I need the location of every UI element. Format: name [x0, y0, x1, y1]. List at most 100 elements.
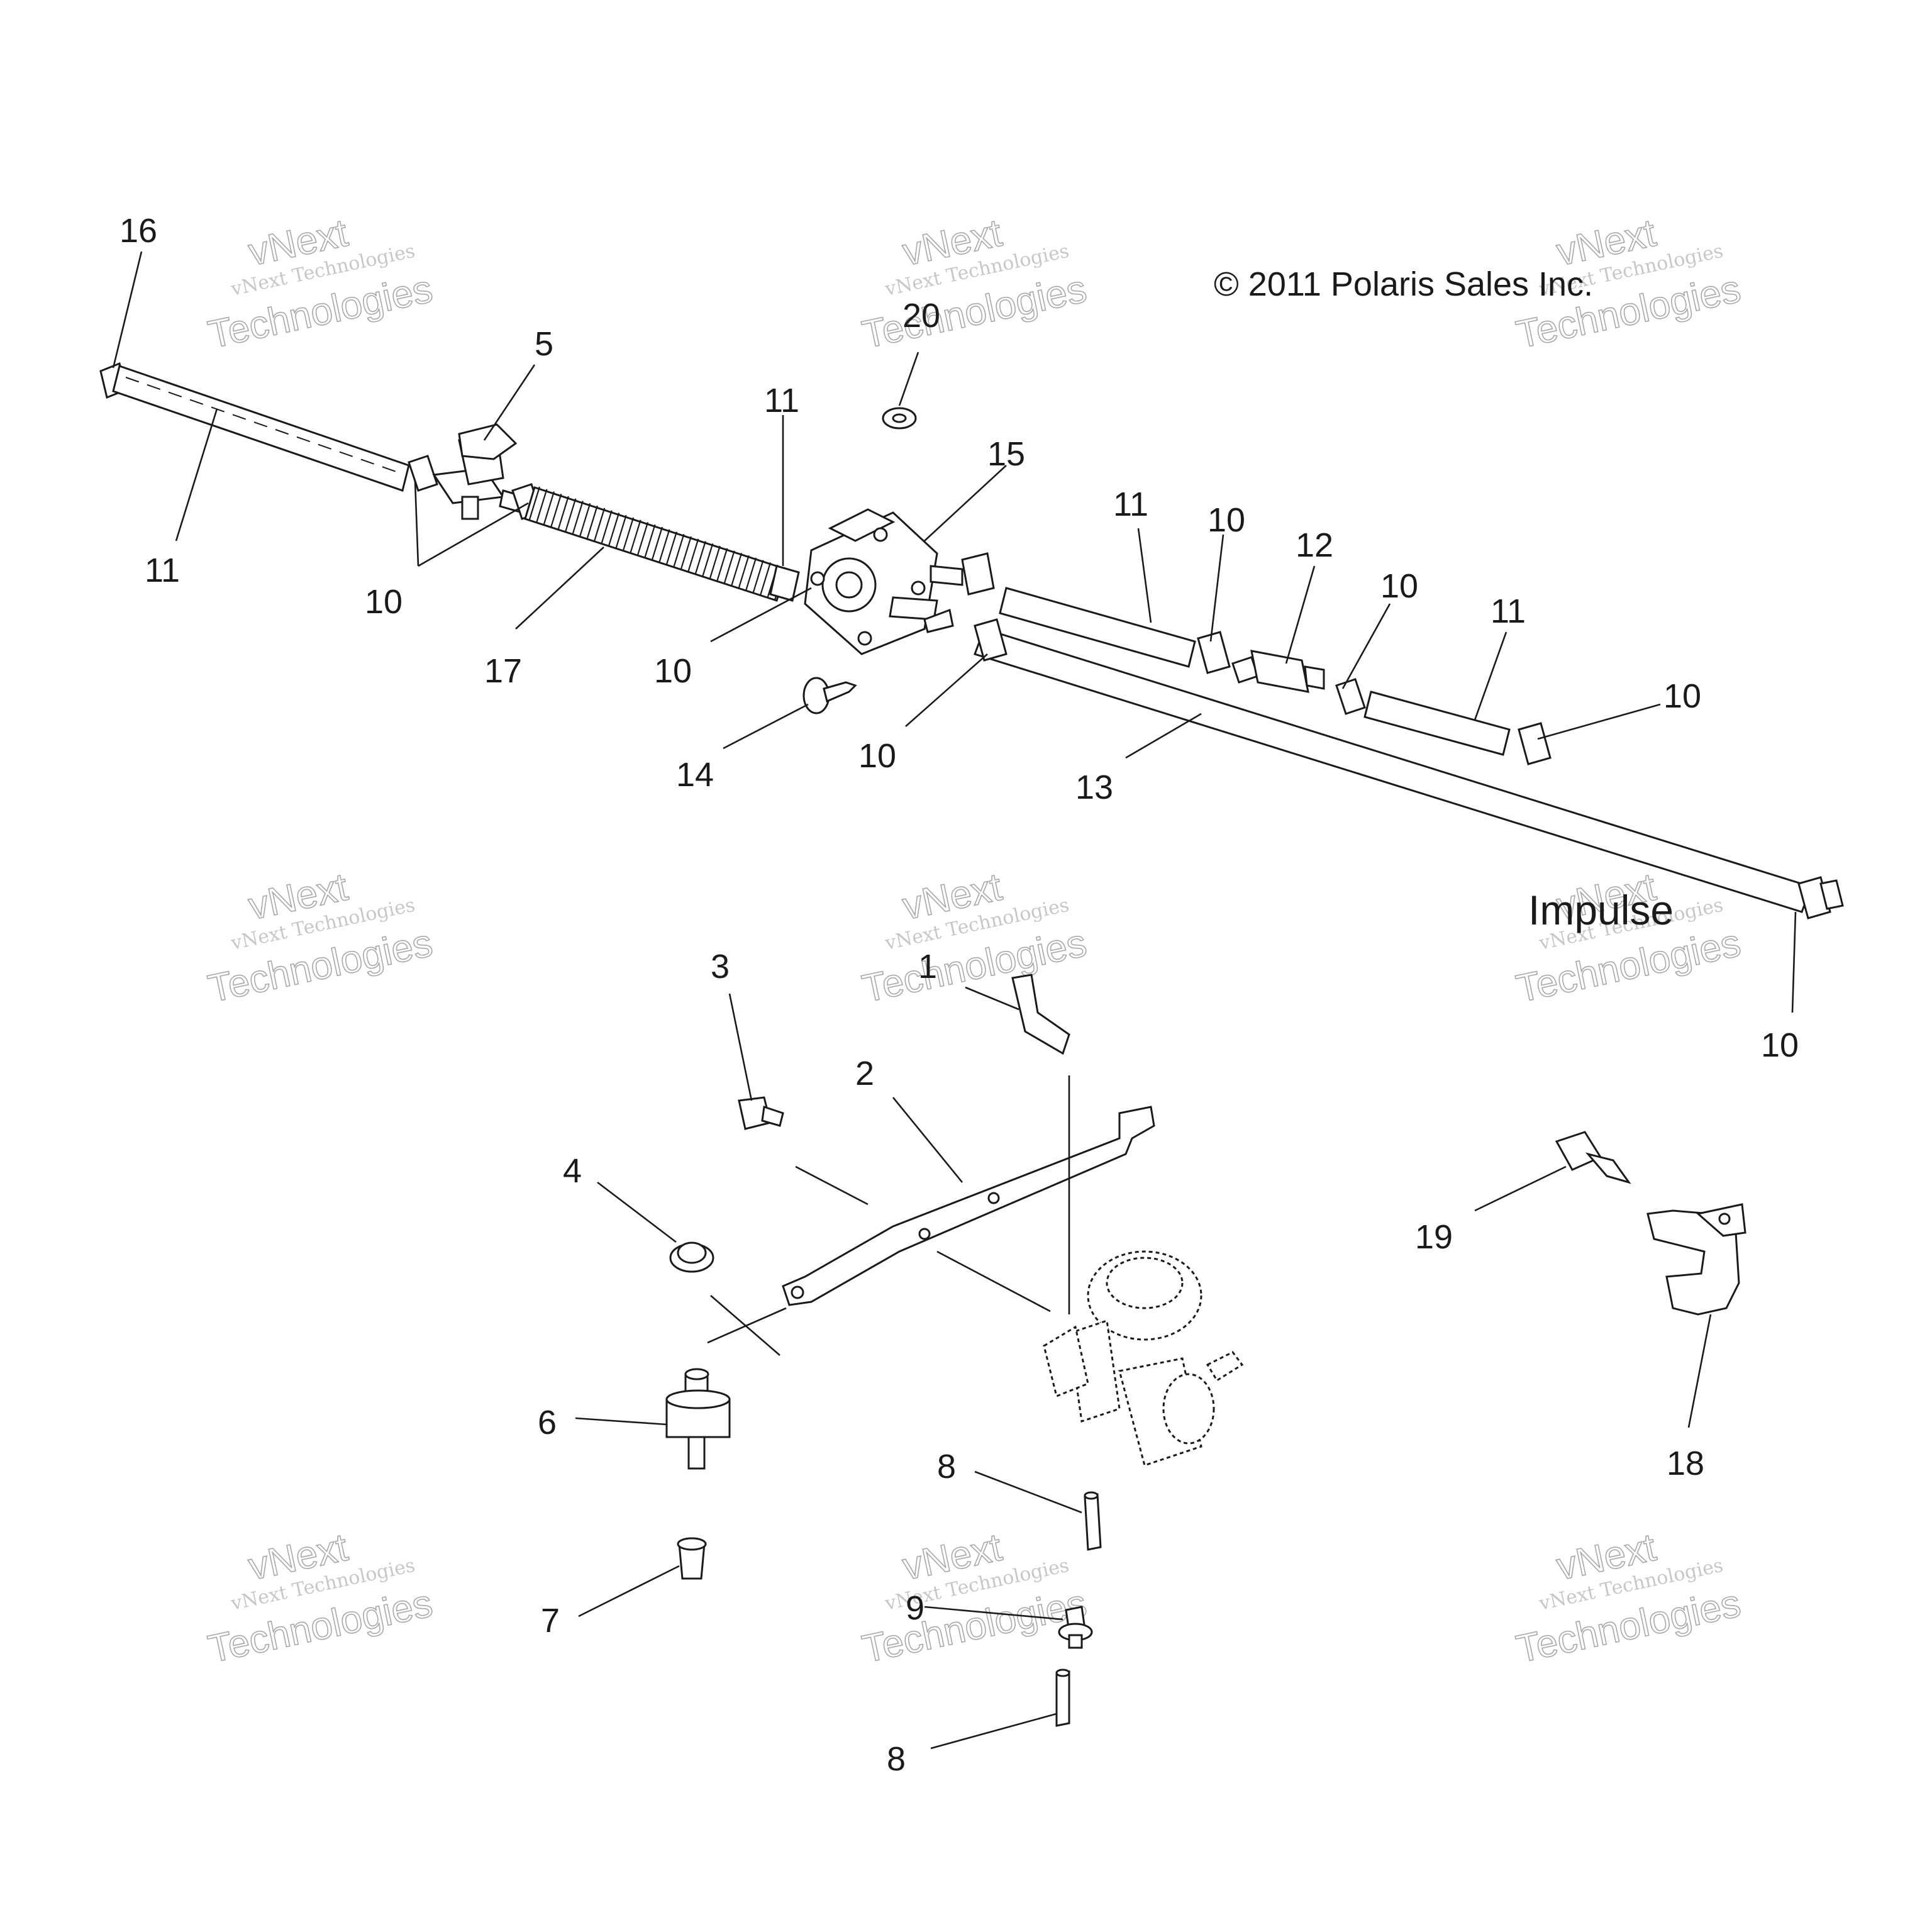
part-11-hose-right	[1363, 691, 1511, 756]
leader-lines	[112, 251, 1797, 1750]
model-name: Impulse	[1528, 887, 1674, 933]
part-2-bracket	[782, 1106, 1155, 1306]
callout-14: 14	[676, 756, 714, 794]
bracket-hole	[918, 1228, 931, 1240]
corrugation-ring	[665, 531, 677, 565]
part-1-vent-tube	[1011, 974, 1070, 1055]
callout-10: 10	[654, 652, 692, 690]
part-6-stud-top-cap	[684, 1368, 709, 1380]
corrugation-ring	[594, 508, 606, 541]
part-5-valve-outlet	[461, 496, 479, 520]
corrugation-ring	[651, 526, 663, 560]
part-12-fuel-filter	[1250, 650, 1309, 693]
part-11-hose-mid	[999, 587, 1196, 668]
pump-screw	[911, 580, 926, 596]
callout-9: 9	[906, 1589, 924, 1627]
callout-10: 10	[365, 583, 402, 621]
corrugation-ring	[637, 522, 649, 555]
callout-10: 10	[1380, 567, 1418, 605]
corrugation-ring	[579, 503, 591, 536]
part-19-screw-head	[1555, 1131, 1602, 1171]
callout-5: 5	[535, 325, 553, 363]
pump-outlet-tip	[923, 608, 954, 633]
corrugation-ring	[760, 562, 772, 596]
carburetor-phantom	[1043, 1250, 1244, 1467]
part-3-bolt-shank	[761, 1106, 784, 1127]
callout-10: 10	[1208, 501, 1245, 539]
part-10-clamp	[769, 565, 800, 602]
pump-inlet-nipple	[930, 565, 963, 586]
part-10-clamp	[961, 552, 995, 596]
callout-8: 8	[887, 1740, 906, 1778]
part-4-nut-hex	[677, 1241, 707, 1264]
corrugation-ring	[557, 496, 569, 530]
callout-7: 7	[541, 1602, 560, 1640]
watermark-group: vNext Technologies vNext Technologies vN…	[204, 211, 1745, 1672]
corrugation-ring	[709, 545, 721, 579]
callout-11: 11	[764, 382, 799, 419]
callout-4: 4	[563, 1152, 582, 1190]
pump-screw	[810, 571, 825, 586]
callout-1: 1	[918, 948, 937, 985]
corrugation-ring	[615, 514, 627, 548]
bracket-hole	[791, 1285, 804, 1299]
pump-screw	[857, 631, 872, 646]
corrugation-ring	[536, 489, 548, 523]
corrugation-ring	[550, 493, 562, 527]
part-7-grommet-top	[677, 1537, 707, 1551]
part-10-clamp	[1197, 631, 1231, 674]
corrugation-ring	[623, 517, 635, 551]
corrugation-ring	[673, 533, 685, 567]
corrugation-ring	[565, 498, 577, 532]
callout-16: 16	[119, 212, 157, 250]
part-17-corrugated-hose	[524, 486, 787, 602]
part-9-fitting-bottom	[1068, 1634, 1083, 1649]
copyright-text: © 2011 Polaris Sales Inc.	[1214, 265, 1593, 303]
corrugation-ring	[572, 501, 584, 534]
part-6-mount-stud-bottom	[687, 1436, 706, 1470]
clip-hole	[1718, 1213, 1731, 1225]
callout-10: 10	[1663, 677, 1701, 715]
part-10-clamp	[974, 618, 1008, 662]
callout-10: 10	[1761, 1026, 1799, 1064]
callout-17: 17	[484, 652, 522, 690]
callout-3: 3	[711, 948, 730, 985]
corrugation-ring	[738, 555, 750, 589]
part-11-hose-left	[112, 365, 410, 492]
corrugation-ring	[601, 510, 613, 543]
part-20-washer-hole	[892, 413, 907, 423]
corrugation-ring	[586, 505, 598, 539]
part-14-rivet-shank	[823, 681, 857, 703]
corrugation-ring	[723, 550, 735, 584]
callout-10: 10	[858, 737, 896, 775]
callout-11: 11	[1491, 592, 1526, 630]
corrugation-ring	[752, 560, 764, 594]
corrugation-ring	[630, 519, 641, 553]
part-6-mount-top	[665, 1389, 731, 1409]
bracket-assembly	[665, 974, 1746, 1727]
callout-6: 6	[538, 1404, 557, 1441]
part-10-clamp	[408, 455, 438, 492]
corrugation-ring	[716, 548, 728, 582]
callout-2: 2	[855, 1055, 874, 1092]
callout-11: 11	[145, 552, 180, 589]
pump-center	[835, 571, 863, 599]
corrugation-ring	[528, 486, 541, 520]
callout-8: 8	[937, 1448, 956, 1485]
pump-outlet-nipple	[889, 596, 938, 621]
corrugation-ring	[702, 543, 714, 577]
pump-screw	[873, 527, 888, 542]
part-5-valve-handle	[458, 423, 518, 460]
corrugation-ring	[745, 557, 757, 591]
corrugation-ring	[687, 538, 699, 572]
callout-19: 19	[1415, 1218, 1453, 1256]
corrugation-ring	[680, 536, 692, 570]
hose-centerline	[125, 377, 397, 472]
part-8-pin-top	[1055, 1668, 1070, 1677]
callout-12: 12	[1296, 526, 1333, 564]
corrugation-ring	[543, 491, 555, 525]
callout-11: 11	[1113, 486, 1148, 523]
callout-15: 15	[987, 435, 1025, 473]
callout-18: 18	[1667, 1445, 1704, 1482]
corrugation-ring	[644, 524, 656, 558]
